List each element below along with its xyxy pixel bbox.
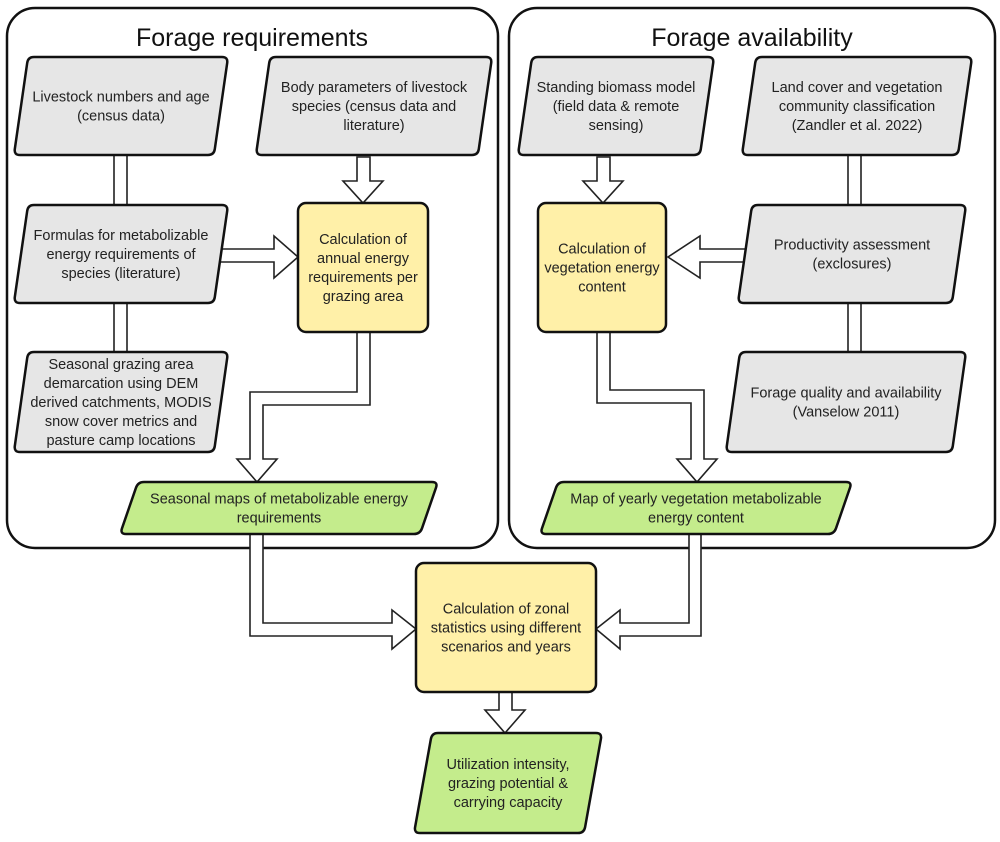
output-parallelogram	[413, 731, 603, 835]
node-label-line: content	[578, 280, 626, 296]
input-parallelogram	[13, 203, 229, 305]
node-label-line: species (literature)	[61, 266, 180, 282]
arrow-productivity-to-vegetation	[666, 234, 751, 280]
connector-layer	[113, 154, 862, 735]
input-parallelogram	[741, 55, 973, 157]
node-label-line: Seasonal grazing area	[48, 357, 194, 373]
node-label-line: (Vanselow 2011)	[793, 405, 900, 421]
node-label-line: (Zandler et al. 2022)	[792, 118, 923, 134]
node-label-line: requirements	[237, 511, 322, 527]
node-label-line: Calculation of zonal	[443, 602, 570, 618]
node-label-line: Formulas for metabolizable	[34, 228, 209, 244]
node-label-line: Utilization intensity,	[446, 757, 569, 773]
node-yearly-map: Map of yearly vegetation metabolizable en…	[540, 480, 852, 536]
link-productivity-forage-quality	[847, 302, 862, 353]
node-body-parameters: Body parameters of livestock species (cen…	[255, 55, 493, 157]
process-box	[296, 201, 430, 334]
node-label-line: vegetation energy	[544, 261, 660, 277]
input-parallelogram	[13, 55, 229, 157]
node-label-line: Livestock numbers and age	[32, 90, 209, 106]
output-parallelogram	[120, 480, 438, 536]
output-parallelogram	[540, 480, 852, 536]
node-seasonal-grazing: Seasonal grazing area demarcation using D…	[13, 350, 229, 454]
arrow-seasonal-maps-to-zonal	[249, 533, 418, 651]
node-utilization: Utilization intensity, grazing potential …	[413, 731, 603, 835]
node-label-line: Calculation of	[319, 232, 408, 248]
node-label-line: carrying capacity	[454, 795, 564, 811]
node-label-line: Forage quality and availability	[750, 386, 942, 402]
node-label-line: Body parameters of livestock	[281, 80, 468, 96]
node-label-line: energy requirements of	[46, 247, 196, 263]
link-formulas-seasonal-grazing	[113, 302, 128, 353]
node-label-line: grazing area	[323, 289, 405, 305]
node-seasonal-maps: Seasonal maps of metabolizable energy req…	[120, 480, 438, 536]
node-label-line: annual energy	[317, 251, 410, 267]
node-forage-quality: Forage quality and availability (Vanselow…	[725, 350, 967, 454]
arrow-vegetation-to-yearly-map	[596, 331, 719, 484]
arrow-formulas-to-annual	[219, 234, 300, 280]
node-label-line: grazing potential &	[448, 776, 568, 792]
node-vegetation-energy: Calculation of vegetation energy content	[536, 201, 668, 334]
input-parallelogram	[255, 55, 493, 157]
node-label-line: Map of yearly vegetation metabolizable	[570, 492, 821, 508]
node-label-line: scenarios and years	[441, 640, 571, 656]
node-livestock-numbers: Livestock numbers and age (census data)	[13, 55, 229, 157]
arrow-yearly-map-to-zonal	[594, 533, 702, 651]
arrow-annual-to-seasonal-maps	[235, 331, 371, 484]
node-label-line: requirements per	[308, 270, 418, 286]
node-layer: Livestock numbers and age (census data) Bo…	[13, 55, 973, 835]
node-land-cover: Land cover and vegetation community class…	[741, 55, 973, 157]
arrow-biomass-to-vegetation	[581, 156, 625, 205]
node-label-line: (census data)	[77, 109, 165, 125]
node-label-line: Calculation of	[558, 242, 647, 258]
node-label-line: snow cover metrics and	[45, 414, 197, 430]
node-annual-energy: Calculation of annual energy requirements …	[296, 201, 430, 334]
arrow-body-to-annual	[341, 156, 385, 205]
node-label-line: Seasonal maps of metabolizable energy	[150, 492, 409, 508]
node-standing-biomass: Standing biomass model (field data & remo…	[517, 55, 715, 157]
node-label-line: sensing)	[589, 118, 644, 134]
input-parallelogram	[737, 203, 967, 305]
node-label-line: species (census data and	[292, 99, 456, 115]
process-box	[536, 201, 668, 334]
node-label-line: pasture camp locations	[46, 433, 195, 449]
process-box	[414, 561, 598, 694]
node-zonal-stats: Calculation of zonal statistics using dif…	[414, 561, 598, 694]
node-label-line: (field data & remote	[553, 99, 680, 115]
arrow-zonal-to-utilization	[483, 691, 527, 735]
node-label-line: (exclosures)	[813, 257, 892, 273]
input-parallelogram	[517, 55, 715, 157]
node-label-line: statistics using different	[431, 621, 581, 637]
node-label-line: Productivity assessment	[774, 238, 930, 254]
link-livestock-formulas	[113, 154, 128, 206]
node-formulas: Formulas for metabolizable energy require…	[13, 203, 229, 305]
input-parallelogram	[725, 350, 967, 454]
node-productivity: Productivity assessment (exclosures)	[737, 203, 967, 305]
input-parallelogram	[13, 350, 229, 454]
node-label-line: energy content	[648, 511, 744, 527]
node-label-line: Standing biomass model	[537, 80, 696, 96]
node-label-line: derived catchments, MODIS	[30, 395, 211, 411]
node-label-line: Land cover and vegetation	[772, 80, 943, 96]
node-label-line: community classification	[779, 99, 935, 115]
panel-title-requirements: Forage requirements	[136, 24, 368, 52]
link-landcover-productivity	[847, 154, 862, 206]
panel-title-availability: Forage availability	[651, 24, 853, 52]
node-label-line: literature)	[343, 118, 404, 134]
node-label-line: demarcation using DEM	[44, 376, 199, 392]
